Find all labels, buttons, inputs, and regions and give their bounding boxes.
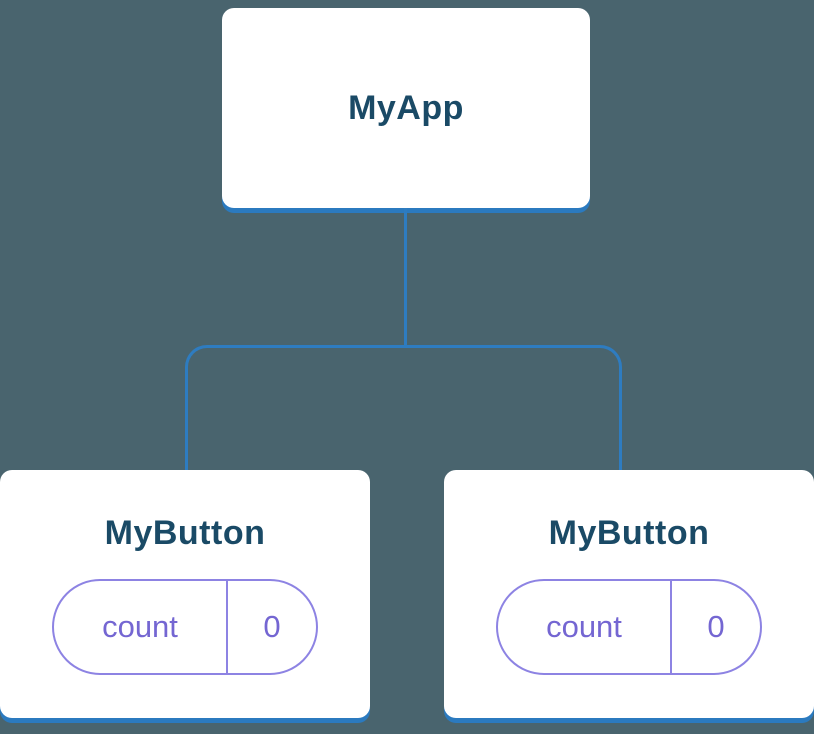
state-key-label: count xyxy=(54,580,228,673)
child-node-label: MyButton xyxy=(548,513,710,552)
state-value-label: 0 xyxy=(707,608,725,644)
connector-stem-line xyxy=(404,208,407,348)
root-node-label: MyApp xyxy=(348,88,464,127)
child-node-label: MyButton xyxy=(104,513,266,552)
state-key-label: count xyxy=(498,580,672,673)
tree-node-child-left: MyButton count 0 xyxy=(0,470,370,718)
connector-branch-line xyxy=(185,345,622,473)
tree-node-root: MyApp xyxy=(222,8,590,208)
state-pill: count 0 xyxy=(496,578,762,675)
state-value-label: 0 xyxy=(263,608,281,644)
tree-node-child-right: MyButton count 0 xyxy=(444,470,814,718)
state-pill: count 0 xyxy=(52,578,318,675)
